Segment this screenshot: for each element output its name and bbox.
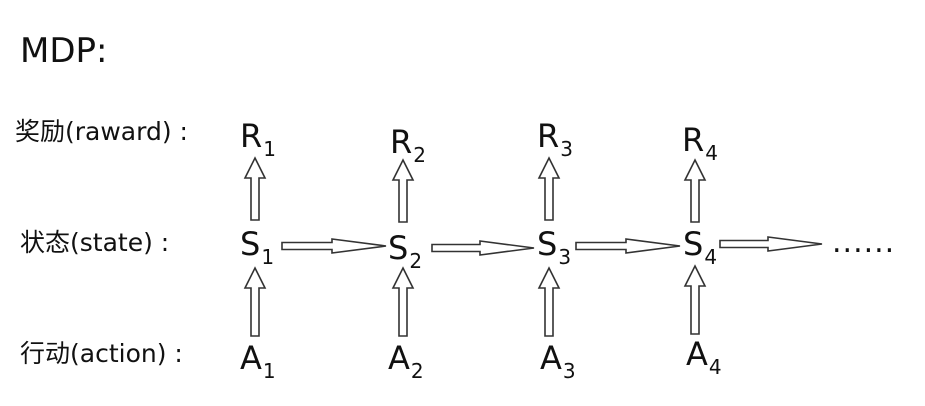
state-node-letter: S (537, 225, 558, 263)
state-to-reward-arrow-2 (391, 158, 415, 223)
action-node-subscript: 2 (410, 359, 424, 383)
action-node-3: A3 (540, 342, 576, 381)
reward-node-3: R3 (537, 120, 573, 159)
action-node-4: A4 (686, 338, 722, 377)
reward-node-subscript: 4 (705, 141, 718, 165)
reward-row-label: 奖励(raward) : (15, 117, 188, 146)
action-node-subscript: 4 (708, 355, 722, 379)
action-node-letter: A (388, 339, 410, 377)
action-to-state-arrow-4 (683, 264, 707, 335)
state-node-letter: S (240, 225, 261, 263)
state-node-3: S3 (537, 228, 571, 267)
action-node-letter: A (540, 339, 562, 377)
diagram-title: MDP: (20, 31, 108, 71)
reward-node-subscript: 2 (413, 143, 426, 167)
state-to-reward-arrow-3 (537, 156, 561, 221)
reward-node-letter: R (240, 117, 263, 155)
action-node-subscript: 3 (562, 359, 576, 383)
state-to-reward-arrow-1 (243, 156, 267, 221)
action-node-letter: A (686, 335, 708, 373)
state-node-1: S1 (240, 228, 274, 267)
action-to-state-arrow-3 (537, 266, 561, 337)
reward-node-letter: R (682, 121, 705, 159)
state-node-letter: S (388, 229, 409, 267)
state-node-subscript: 4 (704, 245, 718, 269)
state-row-label: 状态(state) : (20, 228, 170, 257)
state-node-2: S2 (388, 232, 422, 271)
reward-node-subscript: 1 (263, 137, 276, 161)
action-node-letter: A (240, 339, 262, 377)
reward-node-4: R4 (682, 124, 718, 163)
reward-node-letter: R (537, 117, 560, 155)
reward-node-subscript: 3 (560, 137, 573, 161)
reward-node-2: R2 (390, 126, 426, 165)
action-to-state-arrow-1 (243, 266, 267, 337)
state-transition-arrow-3 (575, 238, 681, 254)
action-row-label: 行动(action) : (20, 339, 183, 368)
state-transition-arrow-2 (431, 240, 535, 256)
state-node-4: S4 (683, 228, 717, 267)
action-node-2: A2 (388, 342, 424, 381)
state-node-letter: S (683, 225, 704, 263)
reward-node-1: R1 (240, 120, 276, 159)
state-node-subscript: 1 (261, 245, 275, 269)
action-node-subscript: 1 (262, 359, 276, 383)
state-node-subscript: 2 (409, 249, 423, 273)
continuation-ellipsis: ...... (832, 225, 896, 260)
action-to-state-arrow-2 (391, 266, 415, 337)
reward-node-letter: R (390, 123, 413, 161)
state-transition-arrow-4 (719, 236, 823, 252)
state-transition-arrow-1 (281, 238, 387, 254)
action-node-1: A1 (240, 342, 276, 381)
state-node-subscript: 3 (558, 245, 572, 269)
state-to-reward-arrow-4 (683, 158, 707, 223)
